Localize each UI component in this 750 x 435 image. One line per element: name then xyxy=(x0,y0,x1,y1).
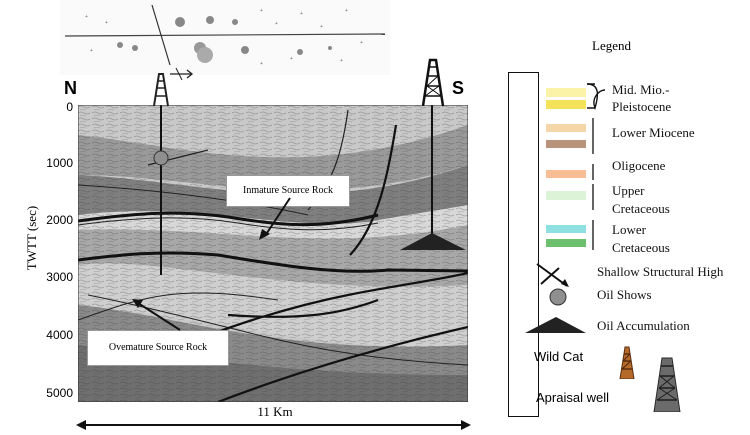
fault-2 xyxy=(172,271,468,352)
svg-text:+: + xyxy=(320,24,323,30)
y-tick-1000: 1000 xyxy=(46,156,73,170)
map-section-line xyxy=(64,33,386,37)
svg-text:+: + xyxy=(105,20,108,26)
structural-high-label: Shallow Structural High xyxy=(597,264,724,279)
legend-title: Legend xyxy=(592,38,631,53)
svg-text:+: + xyxy=(85,14,88,20)
svg-text:+: + xyxy=(260,61,263,67)
swatch-mid-mio-1 xyxy=(546,88,586,97)
oil-accumulation-marker xyxy=(400,233,466,250)
swatch-lower-miocene-2 xyxy=(546,140,586,148)
legend-label-upper-cretaceous: Cretaceous xyxy=(612,201,670,216)
section-direction-arrow xyxy=(170,67,194,81)
horizon-b xyxy=(78,251,468,273)
legend-frame xyxy=(508,72,539,417)
oil-shows-label: Oil Shows xyxy=(597,287,652,302)
svg-text:+: + xyxy=(275,21,278,27)
oil-show-marker xyxy=(153,150,169,166)
oil-shows-icon xyxy=(549,288,567,306)
y-tick-0: 0 xyxy=(66,100,73,114)
wildcat-derrick xyxy=(153,73,169,106)
fault-4 xyxy=(227,298,379,318)
legend-label-oligocene: Oligocene xyxy=(612,158,666,173)
swatch-mid-mio-2 xyxy=(546,100,586,109)
south-label: S xyxy=(452,78,465,98)
swatch-lower-miocene-1 xyxy=(546,124,586,132)
y-tick-3000: 3000 xyxy=(46,270,73,284)
swatch-upper-cretaceous xyxy=(546,191,586,200)
north-label: N xyxy=(64,78,77,98)
y-tick-4000: 4000 xyxy=(46,328,73,342)
swatch-oligocene xyxy=(546,170,586,178)
appraisal-derrick xyxy=(421,58,445,106)
svg-text:+: + xyxy=(90,48,93,54)
svg-text:+: + xyxy=(290,56,293,62)
svg-text:+: + xyxy=(360,40,363,46)
y-tick-5000: 5000 xyxy=(46,386,73,400)
legend-label-upper: Upper xyxy=(612,183,645,198)
appraisal-derrick-icon xyxy=(653,357,681,412)
swatch-lower-cretaceous-2 xyxy=(546,239,586,247)
svg-text:+: + xyxy=(300,11,303,17)
horizon-a xyxy=(78,211,379,227)
svg-text:+: + xyxy=(345,8,348,14)
map-fault-line xyxy=(151,4,171,66)
legend-brackets xyxy=(586,83,606,250)
swatch-lower-cretaceous-1 xyxy=(546,225,586,233)
legend-label-pleistocene: Pleistocene xyxy=(612,99,672,114)
scale-label: 11 Km xyxy=(235,404,315,420)
svg-text:+: + xyxy=(340,58,343,64)
wildcat-derrick-icon xyxy=(619,346,635,379)
overmature-source-callout: Ovemature Source Rock xyxy=(87,330,229,366)
scale-bar xyxy=(76,420,471,430)
legend-label-lower-miocene: Lower Miocene xyxy=(612,125,695,140)
legend-label-mid-mio: Mid. Mio.- xyxy=(612,82,670,97)
legend-label-lower: Lower xyxy=(612,222,646,237)
y-tick-2000: 2000 xyxy=(46,213,73,227)
seismic-section xyxy=(78,105,468,402)
structural-high-icon xyxy=(536,263,569,287)
svg-text:+: + xyxy=(260,8,263,14)
fault-1 xyxy=(349,124,398,256)
oil-accumulation-label: Oil Accumulation xyxy=(597,318,690,333)
oil-accumulation-icon xyxy=(525,317,586,333)
legend-label-lower-cretaceous: Cretaceous xyxy=(612,240,670,255)
fault-3 xyxy=(217,325,468,402)
wildcat-label: Wild Cat xyxy=(534,349,584,364)
appraisal-label: Apraisal well xyxy=(536,390,609,405)
index-map: + + + + + + + + + + + + xyxy=(60,0,390,75)
